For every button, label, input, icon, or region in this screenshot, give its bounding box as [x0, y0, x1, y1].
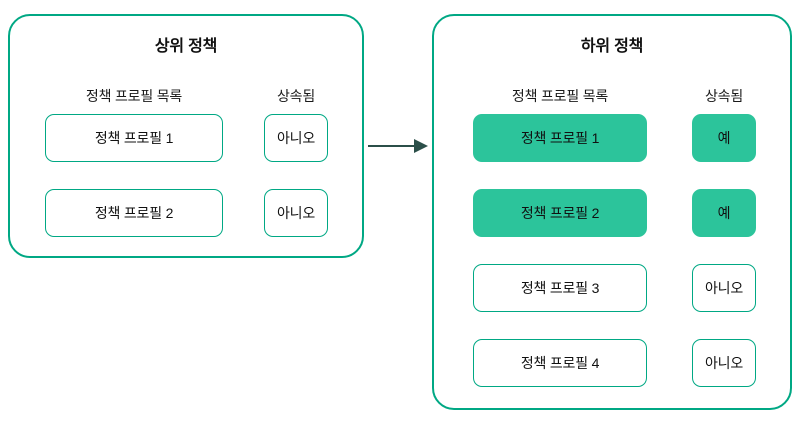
child-inherited-cell[interactable]: 아니오 — [692, 339, 756, 387]
parent-column-header-inherited: 상속됨 — [276, 88, 316, 104]
child-inherited-cell[interactable]: 예 — [692, 189, 756, 237]
child-policy-panel: 하위 정책 정책 프로필 목록 상속됨 정책 프로필 1 예 정책 프로필 2 … — [432, 14, 792, 410]
parent-profile-cell[interactable]: 정책 프로필 1 — [45, 114, 223, 162]
child-column-header-profile: 정책 프로필 목록 — [511, 88, 609, 104]
child-column-header-inherited: 상속됨 — [704, 88, 744, 104]
child-row: 정책 프로필 1 예 — [434, 114, 790, 162]
child-policy-title: 하위 정책 — [580, 38, 644, 55]
parent-column-header-profile: 정책 프로필 목록 — [85, 88, 183, 104]
parent-policy-title: 상위 정책 — [154, 38, 218, 55]
child-profile-cell[interactable]: 정책 프로필 3 — [473, 264, 647, 312]
parent-row: 정책 프로필 2 아니오 — [10, 189, 362, 237]
parent-row: 정책 프로필 1 아니오 — [10, 114, 362, 162]
parent-profile-cell[interactable]: 정책 프로필 2 — [45, 189, 223, 237]
child-profile-cell[interactable]: 정책 프로필 2 — [473, 189, 647, 237]
child-inherited-cell[interactable]: 예 — [692, 114, 756, 162]
child-inherited-cell[interactable]: 아니오 — [692, 264, 756, 312]
child-row: 정책 프로필 3 아니오 — [434, 264, 790, 312]
parent-policy-panel: 상위 정책 정책 프로필 목록 상속됨 정책 프로필 1 아니오 정책 프로필 … — [8, 14, 364, 258]
child-profile-cell[interactable]: 정책 프로필 4 — [473, 339, 647, 387]
inheritance-arrow — [368, 132, 430, 160]
child-profile-cell[interactable]: 정책 프로필 1 — [473, 114, 647, 162]
child-row: 정책 프로필 2 예 — [434, 189, 790, 237]
child-row: 정책 프로필 4 아니오 — [434, 339, 790, 387]
parent-inherited-cell[interactable]: 아니오 — [264, 189, 328, 237]
parent-inherited-cell[interactable]: 아니오 — [264, 114, 328, 162]
